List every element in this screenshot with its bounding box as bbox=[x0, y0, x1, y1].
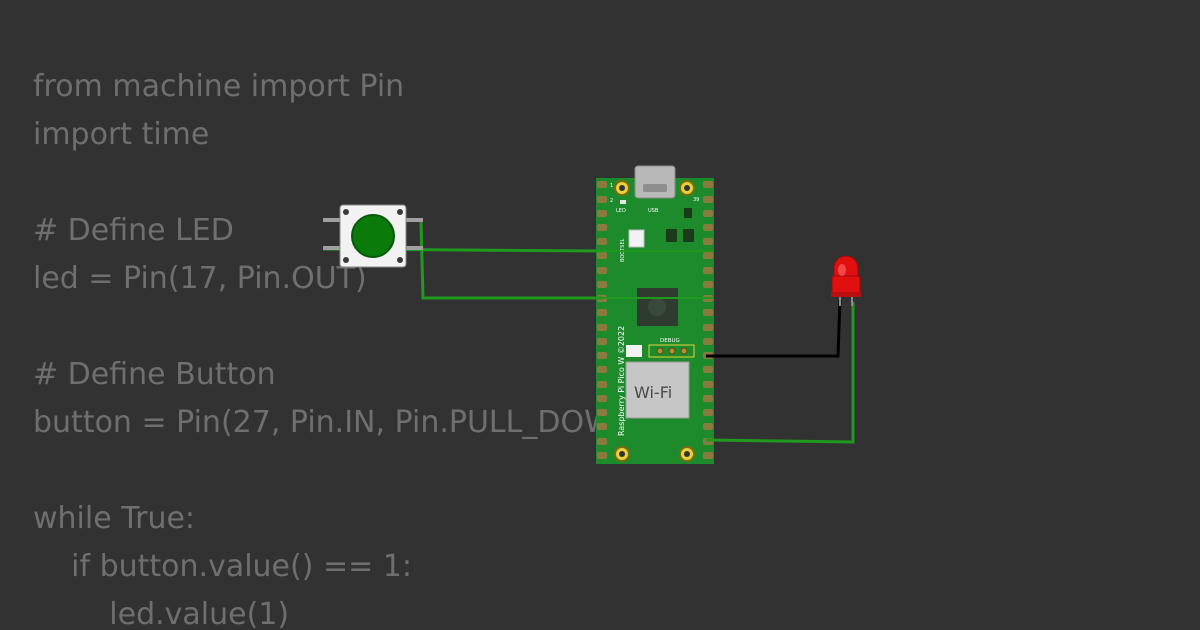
wire-led-gpio17[interactable] bbox=[706, 299, 842, 358]
smd-white-component bbox=[626, 345, 642, 357]
usb-label: USB bbox=[648, 208, 659, 214]
right-pin[interactable] bbox=[703, 395, 713, 402]
right-pin[interactable] bbox=[703, 238, 713, 245]
wire-led-gnd[interactable] bbox=[705, 302, 855, 444]
left-pin[interactable] bbox=[597, 409, 607, 416]
right-pin[interactable] bbox=[703, 409, 713, 416]
left-pin[interactable] bbox=[597, 309, 607, 316]
debug-pin[interactable] bbox=[680, 347, 688, 355]
code-line-7: # Define Button bbox=[33, 357, 276, 392]
red-led[interactable] bbox=[831, 255, 861, 306]
led-rim bbox=[831, 292, 861, 297]
left-pin[interactable] bbox=[597, 238, 607, 245]
right-header-pins[interactable] bbox=[703, 181, 713, 459]
code-line-10: while True: bbox=[33, 501, 196, 536]
led-highlight bbox=[838, 264, 846, 276]
right-pin[interactable] bbox=[703, 181, 713, 188]
raspberry-logo-icon bbox=[648, 298, 666, 316]
code-line-4: # Define LED bbox=[33, 213, 234, 248]
left-pin[interactable] bbox=[597, 438, 607, 445]
code-line-11: if button.value() == 1: bbox=[33, 549, 412, 584]
right-pin[interactable] bbox=[703, 366, 713, 373]
right-pin[interactable] bbox=[703, 252, 713, 259]
mounting-hole-center bbox=[619, 451, 625, 457]
pushbutton-corner bbox=[397, 257, 403, 263]
pushbutton-cap[interactable] bbox=[351, 214, 395, 258]
board-model-text: Raspberry Pi Pico W ©2022 bbox=[617, 326, 626, 436]
led-dome bbox=[833, 255, 859, 277]
pushbutton-lead bbox=[323, 246, 343, 250]
left-pin[interactable] bbox=[597, 395, 607, 402]
debug-pin[interactable] bbox=[668, 347, 676, 355]
left-pin[interactable] bbox=[597, 366, 607, 373]
pushbutton[interactable] bbox=[323, 204, 423, 268]
left-pin[interactable] bbox=[597, 452, 607, 459]
right-pin[interactable] bbox=[703, 309, 713, 316]
right-pin[interactable] bbox=[703, 210, 713, 217]
smd-component bbox=[684, 208, 692, 218]
right-pin[interactable] bbox=[703, 338, 713, 345]
code-line-2: import time bbox=[33, 117, 210, 152]
left-pin[interactable] bbox=[597, 281, 607, 288]
pushbutton-corner bbox=[397, 209, 403, 215]
right-pin[interactable] bbox=[703, 381, 713, 388]
usb-port-opening bbox=[643, 184, 667, 192]
left-header-pins[interactable] bbox=[597, 181, 607, 459]
left-pin[interactable] bbox=[597, 338, 607, 345]
bootsel-button[interactable] bbox=[628, 229, 645, 248]
left-pin[interactable] bbox=[597, 423, 607, 430]
code-line-12: led.value(1) bbox=[33, 597, 290, 630]
pin39-label: 39 bbox=[693, 197, 699, 203]
left-pin[interactable] bbox=[597, 352, 607, 359]
pico-w-board[interactable]: 1 2 39 LED USB BOOTSEL DEBUG bbox=[596, 165, 714, 464]
right-pin[interactable] bbox=[703, 224, 713, 231]
debug-pin[interactable] bbox=[656, 347, 664, 355]
right-pin[interactable] bbox=[703, 196, 713, 203]
wifi-label: Wi-Fi bbox=[634, 383, 672, 402]
left-pin[interactable] bbox=[597, 210, 607, 217]
pushbutton-corner bbox=[343, 257, 349, 263]
pushbutton-lead bbox=[403, 218, 423, 222]
right-pin[interactable] bbox=[703, 423, 713, 430]
left-pin[interactable] bbox=[597, 252, 607, 259]
left-pin[interactable] bbox=[597, 196, 607, 203]
pushbutton-lead bbox=[403, 246, 423, 250]
wifi-module bbox=[625, 361, 690, 419]
left-pin[interactable] bbox=[597, 324, 607, 331]
right-pin[interactable] bbox=[703, 281, 713, 288]
led-label: LED bbox=[616, 208, 626, 214]
code-line-8: button = Pin(27, Pin.IN, Pin.PULL_DOWN) bbox=[33, 405, 648, 440]
right-pin[interactable] bbox=[703, 452, 713, 459]
left-pin[interactable] bbox=[597, 267, 607, 274]
wire-button-gpio27[interactable] bbox=[419, 221, 603, 300]
left-pin[interactable] bbox=[597, 181, 607, 188]
code-line-5: led = Pin(17, Pin.OUT) bbox=[33, 261, 367, 296]
pin2-label: 2 bbox=[610, 198, 613, 204]
usb-connector[interactable] bbox=[634, 165, 676, 199]
right-pin[interactable] bbox=[703, 267, 713, 274]
pushbutton-corner bbox=[343, 209, 349, 215]
pin1-label: 1 bbox=[610, 183, 613, 189]
pushbutton-lead bbox=[323, 218, 343, 222]
left-pin[interactable] bbox=[597, 381, 607, 388]
mounting-hole-center bbox=[684, 451, 690, 457]
smd-component bbox=[683, 229, 694, 242]
onboard-led bbox=[620, 200, 626, 204]
debug-label: DEBUG bbox=[660, 338, 680, 344]
code-line-1: from machine import Pin bbox=[33, 69, 405, 104]
left-pin[interactable] bbox=[597, 224, 607, 231]
mounting-hole-center bbox=[684, 185, 690, 191]
smd-component bbox=[666, 229, 677, 242]
mounting-hole-center bbox=[619, 185, 625, 191]
right-pin[interactable] bbox=[703, 324, 713, 331]
